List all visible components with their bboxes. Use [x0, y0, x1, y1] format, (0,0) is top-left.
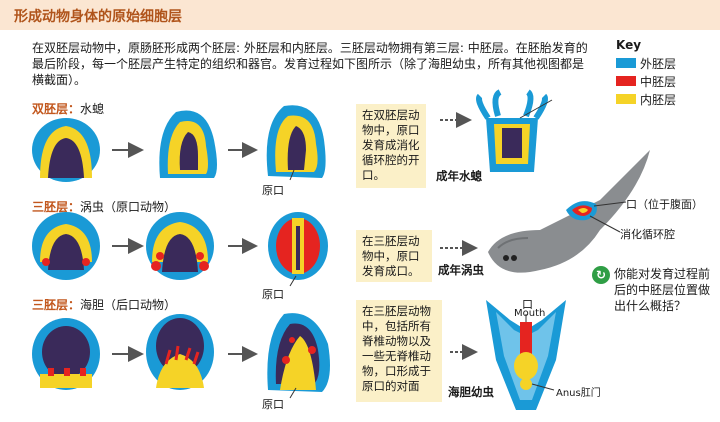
adult-hydra: [476, 89, 553, 172]
row-label-hydra: 双胚层：水螅: [32, 102, 105, 116]
urchin-mouth-cn: 口: [522, 298, 533, 311]
intro-text: 在双胚层动物中，原肠胚形成两个胚层: 外胚层和内胚层。三胚层动物拥有第三层: 中…: [32, 41, 588, 87]
key-item-endoderm: 内胚层: [616, 90, 716, 108]
adult-flatworm: [488, 150, 650, 273]
hydra-stage-3: [266, 105, 326, 181]
flatworm-mouth-label: 口（位于腹面）: [626, 198, 703, 211]
question-text: 你能对发育过程前后的中胚层位置做出什么概括？: [614, 267, 711, 313]
row-label-urchin: 三胚层：海胆（后口动物）: [32, 298, 177, 312]
key-title: Key: [616, 38, 642, 52]
urchin-larva-label: 海胆幼虫: [448, 385, 494, 399]
question-icon: ↻: [592, 266, 610, 284]
key-item-mesoderm: 中胚层: [616, 72, 716, 90]
note-hydra: 在双胚层动物中，原口发育成消化循环腔的开口。: [356, 104, 426, 188]
hydra-stage-1: [32, 118, 100, 182]
note-flatworm: 在三胚层动物中，原口发育成口。: [356, 230, 432, 282]
urchin-larva: [486, 300, 566, 410]
blastopore-label-3: 原口: [262, 398, 284, 411]
urchin-anus-label: Anus肛门: [556, 388, 601, 399]
flatworm-stage-2: [146, 212, 214, 280]
urchin-stage-3: [267, 313, 330, 399]
title-bar: 形成动物身体的原始细胞层: [0, 0, 720, 30]
page-title: 形成动物身体的原始细胞层: [14, 9, 182, 25]
urchin-stage-2: [146, 314, 214, 390]
note-urchin: 在三胚层动物中，包括所有脊椎动物以及一些无脊椎动物，口形成于原口的对面: [356, 300, 442, 402]
urchin-stage-1: [32, 318, 100, 390]
blastopore-label-2: 原口: [262, 288, 284, 301]
adult-hydra-label: 成年水螅: [436, 169, 482, 183]
color-key: Key 外胚层 中胚层 内胚层: [616, 38, 716, 108]
blastopore-label-1: 原口: [262, 184, 284, 197]
flatworm-cavity-label: 消化循环腔: [620, 228, 675, 241]
flatworm-stage-1: [32, 212, 100, 280]
urchin-mouth-en: Mouth: [514, 308, 546, 319]
hydra-stage-2: [159, 110, 217, 178]
row-label-flatworm: 三胚层：涡虫（原口动物）: [32, 200, 177, 214]
adult-flatworm-label: 成年涡虫: [438, 263, 484, 277]
key-item-ectoderm: 外胚层: [616, 54, 716, 72]
flatworm-stage-3: [268, 212, 328, 287]
